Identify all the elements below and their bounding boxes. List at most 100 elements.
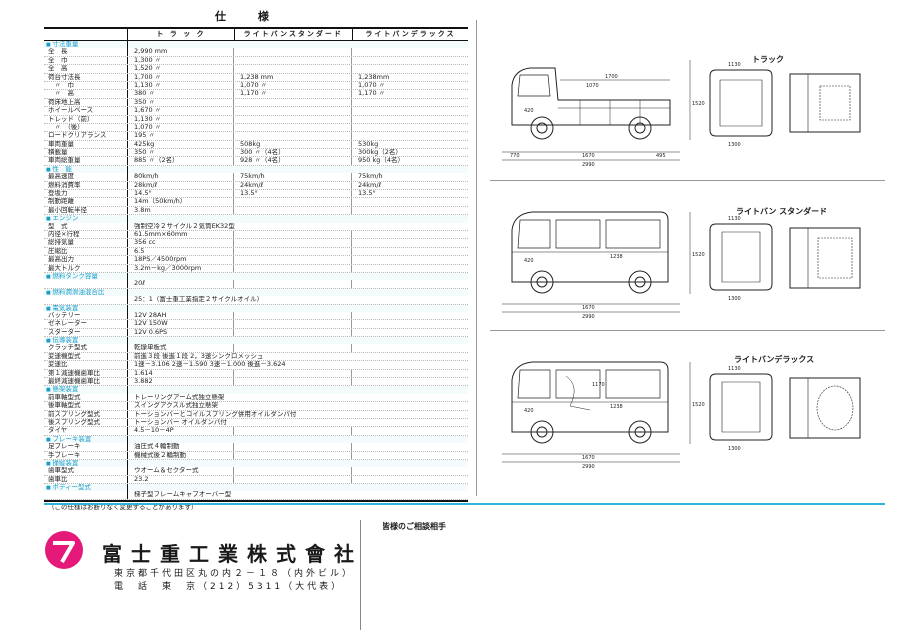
spec-section: 性 能 bbox=[44, 165, 468, 174]
spec-label: スターター bbox=[44, 328, 128, 337]
phone-line: 電 話 東 京（212）5311（大代表） bbox=[114, 582, 344, 592]
spec-value: トーションバー オイルダンパ付 bbox=[134, 418, 227, 426]
spec-value bbox=[234, 369, 352, 377]
spec-value: 24km/ℓ bbox=[358, 181, 382, 189]
spec-value: 1.614 bbox=[128, 369, 234, 377]
spec-value: 1,700 〃 bbox=[128, 73, 234, 81]
spec-value bbox=[352, 265, 468, 272]
spec-label: 〃 高 bbox=[44, 90, 128, 98]
spec-value bbox=[352, 476, 468, 483]
spec-value bbox=[234, 467, 352, 475]
spec-value: 80km/h bbox=[128, 173, 234, 181]
spec-label: 第１減速機歯車比 bbox=[44, 369, 128, 377]
spec-value: 508kg bbox=[234, 140, 352, 149]
page-title: 仕 様 bbox=[215, 10, 283, 23]
spec-value: 1,130 〃 bbox=[128, 115, 234, 123]
spec-value: 4.5－10－4P bbox=[128, 427, 234, 435]
address-line: 東京都千代田区丸の内２－１８（内外ビル） bbox=[114, 569, 355, 579]
spec-value: トーションバーとコイルスプリング併用オイルダンパ付 bbox=[134, 410, 297, 418]
spec-value bbox=[352, 378, 468, 385]
spec-row: 前スプリング型式トーションバーとコイルスプリング併用オイルダンパ付 bbox=[44, 410, 468, 419]
column-divider bbox=[476, 20, 477, 496]
van-deluxe-drawing: ライトバンデラックス 2990 1670 1238 1170 420 1300 … bbox=[490, 346, 885, 494]
spec-label: ロードクリアランス bbox=[44, 132, 128, 140]
spec-label: 後スプリング型式 bbox=[44, 418, 128, 427]
std-dim-height: 1520 bbox=[692, 252, 705, 258]
spec-value bbox=[352, 320, 468, 327]
spec-value bbox=[352, 467, 468, 474]
spec-section: エンジン bbox=[44, 215, 468, 223]
spec-value bbox=[352, 48, 468, 55]
dlx-dim-floor: 420 bbox=[524, 408, 534, 414]
std-dim-length: 2990 bbox=[582, 314, 595, 320]
spec-section-title: 性 能 bbox=[44, 165, 128, 174]
spec-value: 油圧式４輪制動 bbox=[128, 443, 234, 451]
truck-dim-rear: 495 bbox=[656, 153, 666, 159]
spec-section: 電気装置 bbox=[44, 304, 468, 312]
spec-value: 2,990 mm bbox=[128, 48, 234, 56]
spec-label: 足ブレーキ bbox=[44, 443, 128, 451]
spec-label: 全 長 bbox=[44, 48, 128, 56]
spec-value: 14m（50km/h） bbox=[128, 198, 234, 206]
spec-value bbox=[352, 443, 468, 450]
spec-row: 梯子型フレームキャブオーバー型 bbox=[44, 491, 468, 500]
spec-value bbox=[352, 312, 468, 319]
dlx-dim-wheelbase: 1670 bbox=[582, 455, 595, 461]
spec-row: 後スプリング型式トーションバー オイルダンパ付 bbox=[44, 418, 468, 428]
truck-dim-height: 1520 bbox=[692, 101, 705, 107]
std-dim-cargo: 1238 bbox=[610, 254, 623, 260]
spec-value bbox=[234, 311, 352, 320]
spec-value: 18PS／4500rpm bbox=[128, 256, 234, 264]
spec-row: 型 式強制空冷２サイクル２気筒EK32型 bbox=[44, 222, 468, 231]
spec-value bbox=[234, 198, 352, 206]
spec-value: 1,170 〃 bbox=[358, 90, 386, 98]
spec-label: 制動距離 bbox=[44, 198, 128, 206]
spec-label: 総排気量 bbox=[44, 239, 128, 247]
spec-value: 950 kg（4名） bbox=[358, 157, 404, 165]
spec-label bbox=[44, 280, 128, 288]
spec-value bbox=[234, 65, 352, 73]
spec-section-title: 懸架装置 bbox=[44, 386, 128, 394]
spec-value bbox=[234, 256, 352, 264]
spec-value: 3.882 bbox=[128, 378, 234, 386]
spec-value: 12V 28AH bbox=[128, 311, 234, 320]
col-van-deluxe: ライトバンデラックス bbox=[365, 29, 456, 38]
consult-heading: 皆様のご相談相手 bbox=[382, 522, 446, 531]
spec-value bbox=[234, 443, 352, 451]
spec-row: 後車軸型式スイングアクスル式独立懸架 bbox=[44, 402, 468, 411]
spec-label: 圧縮比 bbox=[44, 247, 128, 256]
spec-value: 356 cc bbox=[128, 239, 234, 247]
std-dim-width: 1300 bbox=[728, 296, 741, 302]
spec-value: 1,070 〃 bbox=[128, 123, 234, 132]
subaru-logo-icon bbox=[45, 531, 83, 569]
spec-value bbox=[234, 451, 352, 459]
van-standard-drawing: ライトバン スタンダード 2990 1670 1238 420 1300 113… bbox=[490, 190, 885, 338]
spec-value: 14.5° bbox=[128, 190, 234, 198]
spec-row: 前車軸型式トレーリングアーム式独立懸架 bbox=[44, 393, 468, 403]
spec-section-title: ボディー型式 bbox=[44, 484, 128, 492]
spec-value bbox=[352, 207, 468, 214]
spec-row: 〃 （後）1,070 〃 bbox=[44, 123, 468, 133]
spec-value: トレーリングアーム式独立懸架 bbox=[134, 393, 225, 401]
van-standard-label: ライトバン スタンダード bbox=[736, 207, 828, 216]
spec-label: 全 高 bbox=[44, 65, 128, 73]
spec-label: 最小回転半径 bbox=[44, 206, 128, 215]
spec-section-title: 操縦装置 bbox=[44, 459, 128, 468]
std-dim-wheelbase: 1670 bbox=[582, 305, 595, 311]
spec-row: 25：1（富士重工業指定２サイクルオイル） bbox=[44, 296, 468, 305]
spec-value: 13.5° bbox=[234, 190, 352, 198]
spec-section: 寸法重量 bbox=[44, 41, 468, 49]
company-address: 東京都千代田区丸の内２－１８（内外ビル） 電 話 東 京（212）5311（大代… bbox=[114, 568, 354, 594]
